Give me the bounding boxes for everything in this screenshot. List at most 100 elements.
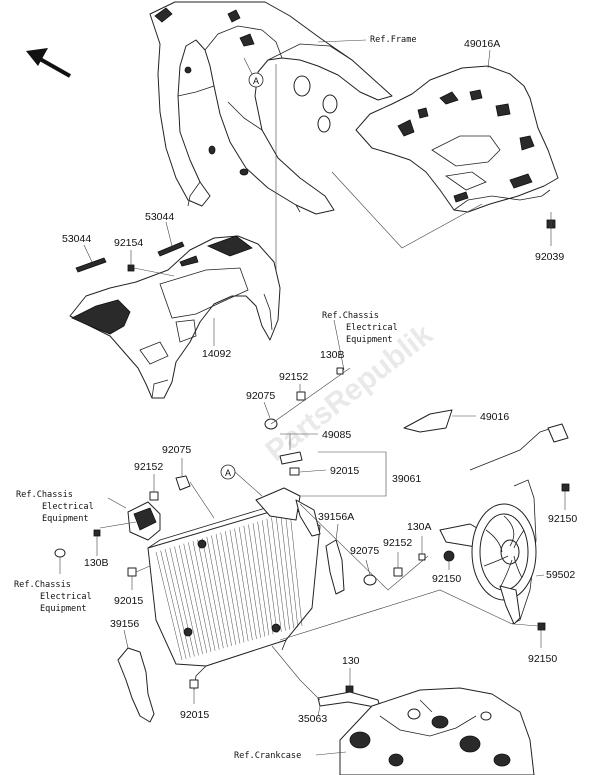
rubber-strip-53044-right <box>157 221 185 257</box>
part-92015-top-label: 92015 <box>330 465 359 477</box>
radiator-fin <box>248 524 265 637</box>
radiator-fin <box>225 531 245 643</box>
damper-92075-left <box>175 458 215 519</box>
radiator-fin <box>289 511 303 627</box>
radiator-fin <box>174 546 199 656</box>
radiator-fin <box>285 513 299 628</box>
part-92015-bottom-label: 92015 <box>180 709 209 721</box>
part-53044-left-label: 53044 <box>62 233 91 245</box>
ref-crankcase-label: Ref.Crankcase <box>234 751 301 761</box>
radiator-fin <box>211 535 232 646</box>
clip-92015-bottom <box>189 679 199 704</box>
collar-92152-left <box>149 474 159 501</box>
part-130-label: 130 <box>342 655 360 667</box>
radiator-fin <box>192 540 216 651</box>
part-59502-label: 59502 <box>546 569 575 581</box>
part-92150-lower-label: 92150 <box>528 653 557 665</box>
front-direction-arrow-icon <box>26 48 71 78</box>
part-39156A-label: 39156A <box>318 511 354 523</box>
screw-92154 <box>127 250 175 277</box>
part-92154-label: 92154 <box>114 237 143 249</box>
part-53044-right-label: 53044 <box>145 211 174 223</box>
bracket-35063 <box>271 645 381 717</box>
part-39061-label: 39061 <box>392 473 421 485</box>
ref-chassis-bottom-line2: Electrical <box>40 592 92 602</box>
bolt-92150-left <box>443 550 455 570</box>
part-130B-top-label: 130B <box>320 349 345 361</box>
radiator-fin <box>275 516 290 630</box>
crankcase-ref <box>339 687 535 775</box>
callout-a-middle: A <box>220 464 263 497</box>
radiator-fin <box>234 528 253 641</box>
ref-chassis-top-line2: Electrical <box>346 323 398 333</box>
ref-chassis-left: Ref.Chassis Electrical Equipment <box>16 490 127 524</box>
radiator-fin <box>215 534 237 645</box>
radiator-fin <box>206 536 228 648</box>
grommet-130B-left <box>93 529 101 556</box>
part-92152-left-label: 92152 <box>134 461 163 473</box>
part-49016-label: 49016 <box>480 411 509 423</box>
radiator-fin <box>229 529 249 642</box>
part-92075-mid-label: 92075 <box>350 545 379 557</box>
part-92075-top-label: 92075 <box>246 390 275 402</box>
part-92015-left-label: 92015 <box>114 595 143 607</box>
grommet-130 <box>345 668 354 694</box>
radiator-39061 <box>147 487 321 691</box>
bolt-92150-lower <box>513 622 546 648</box>
rubber-strip-53044-left <box>75 244 107 273</box>
ref-chassis-bottom-line1: Ref.Chassis <box>14 580 71 590</box>
part-130B-left-label: 130B <box>84 557 109 569</box>
frame-drawing <box>149 1 393 215</box>
radiator-fin <box>266 518 282 632</box>
ref-chassis-left-line1: Ref.Chassis <box>16 490 73 500</box>
part-14092-label: 14092 <box>202 348 231 360</box>
radiator-fin <box>197 539 220 650</box>
damper-92075-mid <box>363 559 377 586</box>
part-35063-label: 35063 <box>298 713 327 725</box>
radiator-fin <box>220 532 241 644</box>
radiator-fin <box>201 538 224 649</box>
part-92075-left-label: 92075 <box>162 444 191 456</box>
collar-92152-top <box>296 391 306 401</box>
ref-chassis-left-line3: Equipment <box>42 514 89 524</box>
bolt-92039 <box>546 212 556 246</box>
ref-chassis-bottom: Ref.Chassis Electrical Equipment <box>14 580 92 614</box>
ref-chassis-top-line1: Ref.Chassis <box>322 311 379 321</box>
radiator-fin <box>160 550 187 659</box>
grommet-130B-top <box>336 367 344 375</box>
radiator-fin <box>178 545 203 655</box>
radiator-fin <box>169 547 195 657</box>
cover-14092 <box>69 235 281 399</box>
radiator-fin <box>280 514 294 629</box>
part-49016A-label: 49016A <box>464 38 500 50</box>
radiator-fin <box>183 543 208 654</box>
callout-a-top: A <box>243 57 277 270</box>
collar-92152-mid <box>393 552 403 577</box>
clip-92015-left <box>127 565 151 590</box>
side-plate-39156 <box>117 629 155 723</box>
part-130A-label: 130A <box>407 521 432 533</box>
callout-a-top-letter: A <box>253 76 259 86</box>
callout-a-middle-letter: A <box>225 468 231 478</box>
ref-chassis-top-line3: Equipment <box>346 335 393 345</box>
bolt-92150-upper <box>561 483 570 510</box>
part-49085-label: 49085 <box>322 429 351 441</box>
side-plate-39156A <box>325 523 345 595</box>
radiator-fin <box>155 551 183 661</box>
horn-bracket <box>99 501 161 541</box>
radiator-fin <box>165 549 191 658</box>
cap-49085 <box>279 433 318 465</box>
part-92039-label: 92039 <box>535 251 564 263</box>
ref-frame-label: Ref.Frame <box>370 35 417 45</box>
clip-92015-top <box>289 467 327 476</box>
heat-shield-49016A <box>355 65 559 213</box>
radiator-fin <box>252 523 270 636</box>
radiator-fin <box>262 520 278 634</box>
radiator-fin <box>243 525 261 638</box>
ref-chassis-left-line2: Electrical <box>42 502 94 512</box>
part-92150-left-label: 92150 <box>432 573 461 585</box>
gasket-49016 <box>403 409 476 433</box>
part-92152-mid-label: 92152 <box>383 537 412 549</box>
